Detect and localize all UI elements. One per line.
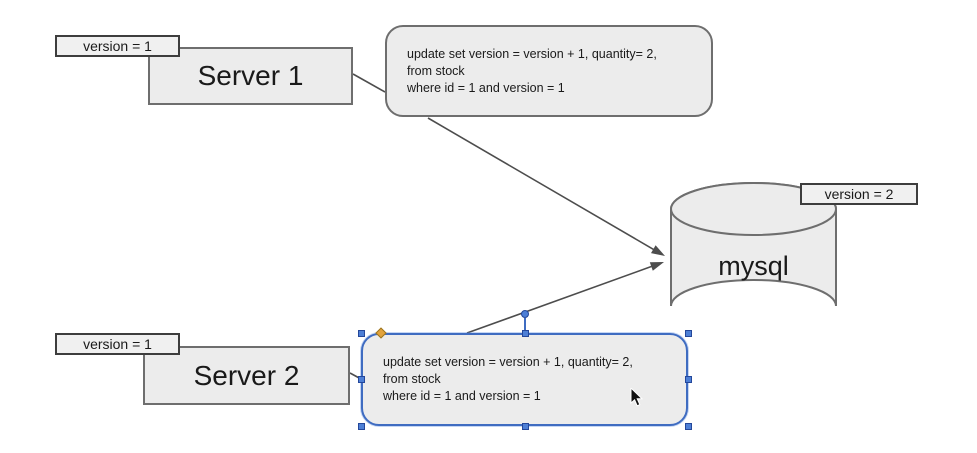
version-tag-server2[interactable]: version = 1 bbox=[55, 333, 180, 355]
arrowhead-icon bbox=[651, 245, 665, 256]
selection-handle-se[interactable] bbox=[684, 422, 692, 430]
arrow-line[interactable] bbox=[427, 117, 654, 251]
database-cylinder[interactable] bbox=[670, 182, 837, 307]
server1-box[interactable]: Server 1 bbox=[148, 47, 353, 105]
selection-handle-sw[interactable] bbox=[357, 422, 365, 430]
arrow-line[interactable] bbox=[466, 265, 653, 334]
selection-handle-w[interactable] bbox=[357, 376, 365, 383]
mouse-cursor-icon bbox=[630, 388, 644, 407]
version-tag-label: version = 2 bbox=[824, 186, 894, 202]
selection-handle-s[interactable] bbox=[521, 422, 529, 430]
query1-line: where id = 1 and version = 1 bbox=[407, 80, 565, 95]
arrow-query1-to-db[interactable] bbox=[427, 117, 665, 256]
database-label: mysql bbox=[718, 250, 789, 281]
arrow-query2-to-db[interactable] bbox=[466, 262, 664, 334]
version-tag-label: version = 1 bbox=[83, 38, 152, 54]
arrowhead-icon bbox=[649, 262, 664, 271]
server2-box[interactable]: Server 2 bbox=[143, 346, 350, 405]
query2-line: from stock bbox=[383, 372, 441, 386]
query1-box[interactable]: update set version = version + 1, quanti… bbox=[385, 25, 713, 117]
server1-label: Server 1 bbox=[197, 60, 304, 91]
query2-box-selected[interactable]: update set version = version + 1, quanti… bbox=[361, 333, 688, 426]
server2-label: Server 2 bbox=[193, 359, 300, 391]
rotation-handle-stem bbox=[524, 318, 526, 331]
selection-handle-nw[interactable] bbox=[357, 329, 365, 337]
selection-handle-n[interactable] bbox=[521, 329, 529, 337]
selection-handle-e[interactable] bbox=[684, 376, 692, 383]
version-tag-server1[interactable]: version = 1 bbox=[55, 35, 180, 57]
version-tag-label: version = 1 bbox=[83, 336, 152, 352]
rotation-handle[interactable] bbox=[521, 310, 529, 318]
version-tag-database[interactable]: version = 2 bbox=[800, 183, 918, 205]
query2-line: where id = 1 and version = 1 bbox=[383, 389, 541, 403]
link-server1-query1[interactable] bbox=[352, 73, 386, 93]
query1-line: from stock bbox=[407, 63, 465, 78]
cylinder-top-rim bbox=[670, 182, 837, 236]
query1-line: update set version = version + 1, quanti… bbox=[407, 46, 657, 61]
query2-line: update set version = version + 1, quanti… bbox=[383, 355, 633, 369]
selection-handle-ne[interactable] bbox=[684, 329, 692, 337]
database-label-wrap: mysql bbox=[671, 248, 836, 284]
